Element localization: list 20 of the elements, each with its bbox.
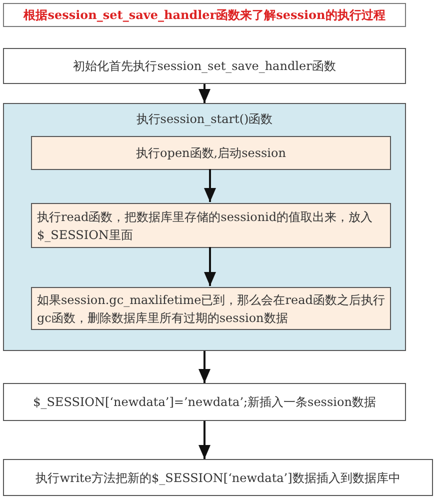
- arrow: [204, 169, 216, 202]
- box-text: 执行open函数,启动session: [136, 145, 286, 162]
- arrow: [198, 421, 210, 459]
- box-text: 初始化首先执行session_set_save_handler函数: [73, 58, 336, 75]
- box-text: 执行session_start()函数: [136, 111, 273, 128]
- title: 根据session_set_save_handler函数来了解session的执行过程: [3, 3, 406, 27]
- box-text: 如果session.gc_maxlifetime已到，那么会在read函数之后执行gc函数，删除数据库里所有过期的session数据: [37, 292, 385, 326]
- process-box: [3, 48, 406, 84]
- process-box: [31, 287, 391, 330]
- arrow: [198, 84, 210, 103]
- box-text: 执行read函数，把数据库里存储的sessionid的值取出来，放入$_SESSION里面: [37, 208, 374, 244]
- box-text: $_SESSION[‘newdata’]=’newdata’;新插入一条session数据: [33, 394, 376, 411]
- process-box: [31, 136, 391, 170]
- arrow: [198, 351, 210, 383]
- process-box: [31, 203, 391, 248]
- arrow: [204, 247, 216, 286]
- box-text: 执行write方法把新的$_SESSION[‘newdata’]数据插入到数据库中: [36, 470, 400, 486]
- process-box: [3, 383, 406, 421]
- group-box: [3, 103, 406, 351]
- process-box: [3, 459, 433, 496]
